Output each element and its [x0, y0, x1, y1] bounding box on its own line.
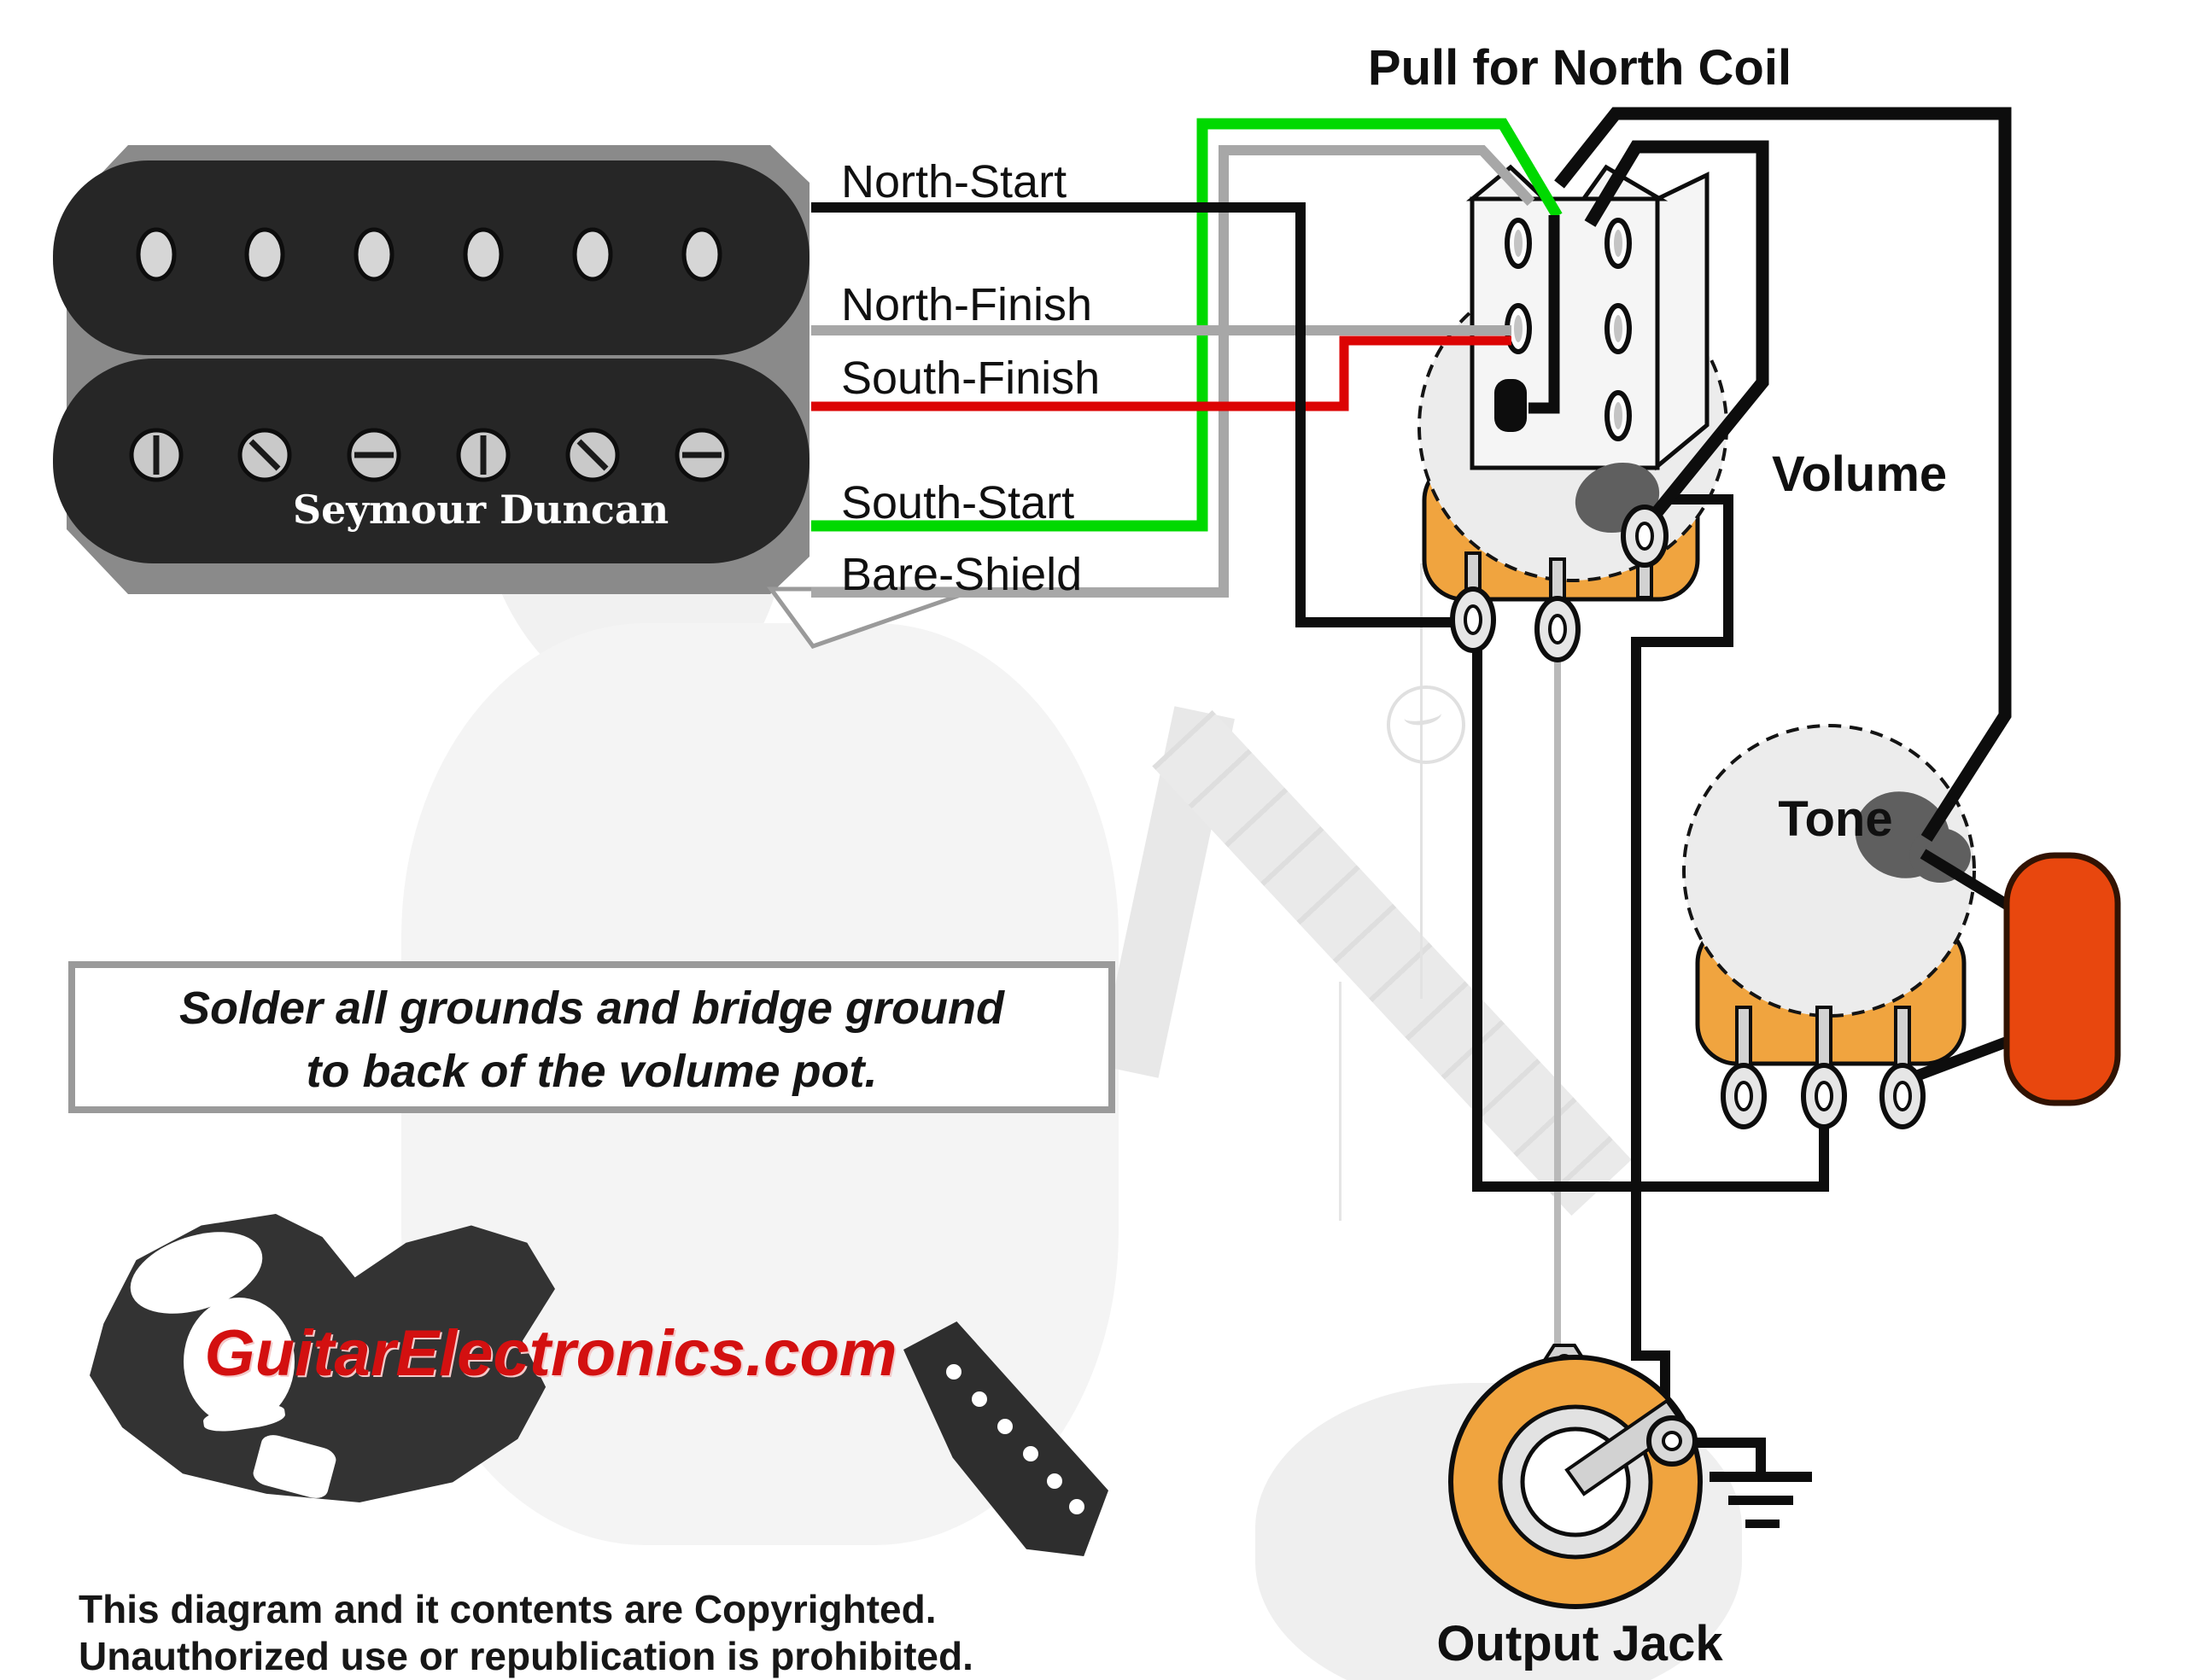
- pot-back-to-jack-ground-wire: [1631, 494, 1733, 1429]
- pickup-bobbin-top: [53, 160, 810, 355]
- tone-label: Tone: [1778, 791, 1893, 847]
- note-line-1: Solder all grounds and bridge ground: [178, 983, 1004, 1034]
- ground-symbol: [1710, 1472, 1812, 1528]
- watermark-ac-source-circle: [1387, 685, 1465, 764]
- switch-side-face: [1655, 172, 1710, 471]
- wire-label-north-start: North-Start: [841, 156, 1067, 207]
- north-start-wire: [811, 202, 1457, 627]
- wires-layer: [811, 107, 2019, 1473]
- wire-label-south-finish: South-Finish: [841, 353, 1101, 404]
- wire-label-south-start: South-Start: [841, 477, 1075, 528]
- copyright-line-2: Unauthorized use or republication is pro…: [79, 1634, 973, 1678]
- pickup-screw-poles: [129, 428, 729, 482]
- south-start-wire: [811, 118, 1563, 532]
- tone-lug-right: [1879, 1063, 1926, 1129]
- tone-lug-left: [1721, 1063, 1767, 1129]
- pickup-bobbin-bottom: [53, 359, 810, 563]
- switch-to-volume-lug-wire: [1584, 140, 1769, 523]
- volume-label: Volume: [1772, 446, 1948, 502]
- note-line-2: to back of the volume pot.: [306, 1046, 878, 1097]
- logo-text: GuitarElectronics.com: [204, 1317, 897, 1390]
- wire-label-bare-shield: Bare-Shield: [841, 549, 1083, 600]
- cap-top-lead-wire: [1920, 849, 2014, 912]
- logo-tuner-dot: [946, 1364, 961, 1380]
- tone-capacitor: [2003, 852, 2121, 1106]
- logo-tuner-dot: [1047, 1473, 1062, 1489]
- switch-heading: Pull for North Coil: [1367, 40, 1792, 96]
- switch-to-tone-cap-wire: [1554, 107, 2012, 843]
- switch-internal-wire: [1528, 215, 1560, 414]
- switch-slots: [1505, 218, 1632, 441]
- humbucker-pickup: [53, 145, 979, 649]
- volume-lug-left: [1450, 586, 1496, 653]
- watermark-schematic-vline: [1420, 563, 1423, 999]
- tone-lug-middle: [1801, 1063, 1847, 1129]
- pickup-brand-label: Seymour Duncan: [292, 487, 669, 533]
- volume-lug-middle: [1534, 596, 1581, 662]
- grounding-note-box: Solder all grounds and bridge ground to …: [68, 961, 1115, 1113]
- logo-tuner-dot: [1069, 1499, 1084, 1514]
- pickup-screw-slots: [153, 435, 722, 475]
- pickup-pole-pieces: [136, 227, 722, 282]
- logo-tuner-dot: [997, 1419, 1013, 1434]
- copyright-line-1: This diagram and it contents are Copyrig…: [79, 1587, 937, 1631]
- volume-lug-right: [1621, 505, 1669, 568]
- watermark-schematic-vline2: [1339, 982, 1341, 1221]
- logo-tuner-dot: [1023, 1446, 1038, 1461]
- logo-tuner-dot: [972, 1391, 987, 1407]
- output-jack: [1448, 1344, 1703, 1609]
- bare-shield-wire: [811, 145, 1535, 598]
- wire-label-north-finish: North-Finish: [841, 279, 1093, 330]
- logo-art-face-highlight: [184, 1298, 295, 1426]
- ground-bus-wire: [1472, 647, 1829, 1192]
- jack-sleeve-to-ground-wire: [1667, 1438, 1766, 1473]
- copyright-notice: This diagram and it contents are Copyrig…: [79, 1586, 973, 1680]
- output-jack-label: Output Jack: [1436, 1616, 1723, 1671]
- switch-grounded-lug-blob: [1494, 379, 1527, 432]
- cap-bottom-lead-wire: [1910, 1032, 2019, 1083]
- jack-sleeve-hole: [1662, 1431, 1682, 1451]
- south-finish-wire: [811, 335, 1511, 411]
